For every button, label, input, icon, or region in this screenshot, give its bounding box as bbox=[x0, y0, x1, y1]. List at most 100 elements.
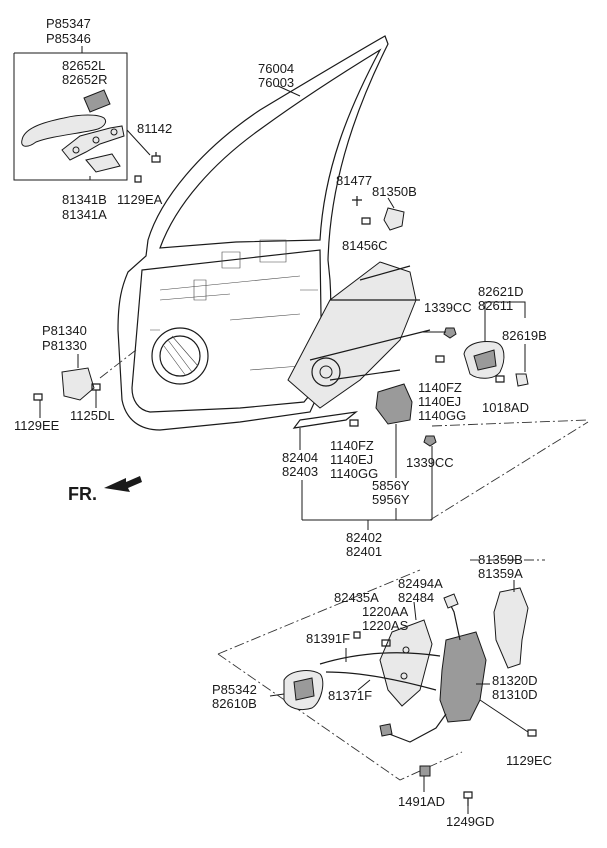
label-1220aa: 1220AA bbox=[362, 604, 409, 619]
door-frame-outer bbox=[117, 35, 389, 431]
bolt-1129ee bbox=[33, 393, 43, 401]
harness-connector bbox=[379, 723, 393, 737]
screw-81142 bbox=[151, 152, 161, 163]
label-81341b: 81341B bbox=[62, 192, 107, 207]
latch-protector bbox=[493, 587, 529, 669]
regulator-motor bbox=[375, 383, 413, 425]
front-arrow bbox=[104, 476, 142, 492]
label-82494a: 82494A bbox=[398, 576, 443, 591]
label-82652l: 82652L bbox=[62, 58, 105, 73]
speaker-hatching bbox=[163, 335, 199, 377]
label-82401: 82401 bbox=[346, 544, 382, 559]
label-81320d: 81320D bbox=[492, 673, 538, 688]
label-76003: 76003 bbox=[258, 75, 294, 90]
cable-81391f bbox=[319, 652, 441, 665]
label-1018ad: 1018AD bbox=[482, 400, 529, 415]
bracket-82621d bbox=[484, 301, 526, 318]
handle-group-box bbox=[13, 52, 128, 181]
label-81310d: 81310D bbox=[492, 687, 538, 702]
bracket-81350b bbox=[383, 207, 405, 231]
inside-handle-lever bbox=[473, 349, 497, 371]
dashed-callout-diag bbox=[429, 421, 589, 521]
door-check-body bbox=[61, 367, 95, 401]
dashed-frame-top bbox=[217, 569, 421, 655]
plate-hole-2 bbox=[400, 672, 408, 680]
latch-cap bbox=[443, 593, 459, 609]
check-parts bbox=[352, 196, 405, 231]
inside-handle-lower-lever bbox=[293, 677, 315, 701]
screw-81456c bbox=[361, 217, 371, 225]
label-82484: 82484 bbox=[398, 590, 434, 605]
label-p85347: P85347 bbox=[46, 16, 91, 31]
label-1140gg-lower: 1140GG bbox=[330, 466, 378, 481]
inside-handle-upper bbox=[422, 301, 529, 387]
label-82652r: 82652R bbox=[62, 72, 108, 87]
label-82619b: 82619B bbox=[502, 328, 547, 343]
speaker-ring-inner bbox=[159, 335, 201, 377]
label-82402: 82402 bbox=[346, 530, 382, 545]
front-arrow-icon bbox=[104, 476, 142, 492]
inner-plate bbox=[379, 619, 433, 707]
leader-door-check-dash bbox=[99, 349, 137, 379]
regulator-gear bbox=[311, 357, 341, 387]
regulator-rail-upper bbox=[330, 265, 420, 301]
bolt-1129ec bbox=[527, 729, 537, 737]
label-1129ec: 1129EC bbox=[506, 753, 552, 768]
bolt-81477 bbox=[352, 196, 362, 206]
screw-1249gd bbox=[463, 791, 473, 806]
label-p81340: P81340 bbox=[42, 323, 87, 338]
label-81359b: 81359B bbox=[478, 552, 523, 567]
bolt-1220aa bbox=[381, 639, 391, 647]
outside-handle bbox=[21, 114, 107, 147]
label-p85342: P85342 bbox=[212, 682, 257, 697]
door-latch bbox=[439, 631, 487, 723]
leader-82494a bbox=[413, 601, 417, 621]
label-76004: 76004 bbox=[258, 61, 294, 76]
clip-82435a bbox=[353, 631, 361, 639]
bolt-1125dl bbox=[91, 383, 101, 391]
window-regulator bbox=[287, 261, 457, 447]
latch-section bbox=[217, 559, 545, 814]
leader-76004 bbox=[277, 85, 301, 97]
regulator-gear-hub bbox=[319, 365, 333, 379]
door-check bbox=[33, 349, 137, 418]
handle-support bbox=[85, 153, 121, 173]
label-1140gg-upper: 1140GG bbox=[418, 408, 466, 423]
label-1140ej-upper: 1140EJ bbox=[418, 394, 461, 409]
door-panel bbox=[117, 35, 389, 431]
bolt-1140-right bbox=[435, 355, 445, 363]
label-82403: 82403 bbox=[282, 464, 318, 479]
label-1249gd: 1249GD bbox=[446, 814, 494, 829]
label-82621d: 82621D bbox=[478, 284, 524, 299]
label-1129ee: 1129EE bbox=[14, 418, 60, 433]
label-1140fz-upper: 1140FZ bbox=[418, 380, 462, 395]
regulator-lower-rail bbox=[292, 411, 359, 429]
label-1140ej-lower: 1140EJ bbox=[330, 452, 373, 467]
door-details bbox=[150, 239, 318, 371]
dashed-frame-bottom bbox=[217, 653, 463, 781]
cable-lower-harness bbox=[383, 713, 447, 743]
handle-bracket bbox=[61, 125, 125, 161]
regulator-arm bbox=[309, 329, 431, 381]
regulator-bolt-1140 bbox=[349, 419, 359, 427]
leader-1129ec bbox=[479, 699, 529, 733]
leader-81350b bbox=[387, 197, 395, 209]
label-p81330: P81330 bbox=[42, 338, 87, 353]
label-82404: 82404 bbox=[282, 450, 318, 465]
outside-handle-group bbox=[13, 46, 161, 183]
label-p85346: P85346 bbox=[46, 31, 91, 46]
speaker-ring-outer bbox=[151, 327, 209, 385]
door-inner-panel bbox=[131, 249, 323, 413]
label-1125dl: 1125DL bbox=[70, 408, 115, 423]
regulator-group-bracket bbox=[299, 424, 433, 530]
label-fr: FR. bbox=[68, 484, 97, 504]
label-5956y: 5956Y bbox=[372, 492, 410, 507]
label-81456c: 81456C bbox=[342, 238, 388, 253]
label-82611: 82611 bbox=[478, 298, 513, 313]
bracket-holes bbox=[72, 128, 118, 154]
label-1140fz-lower: 1140FZ bbox=[330, 438, 374, 453]
label-1491ad: 1491AD bbox=[398, 794, 445, 809]
screw-1129ea bbox=[134, 175, 142, 183]
clip-1491ad bbox=[419, 765, 431, 777]
